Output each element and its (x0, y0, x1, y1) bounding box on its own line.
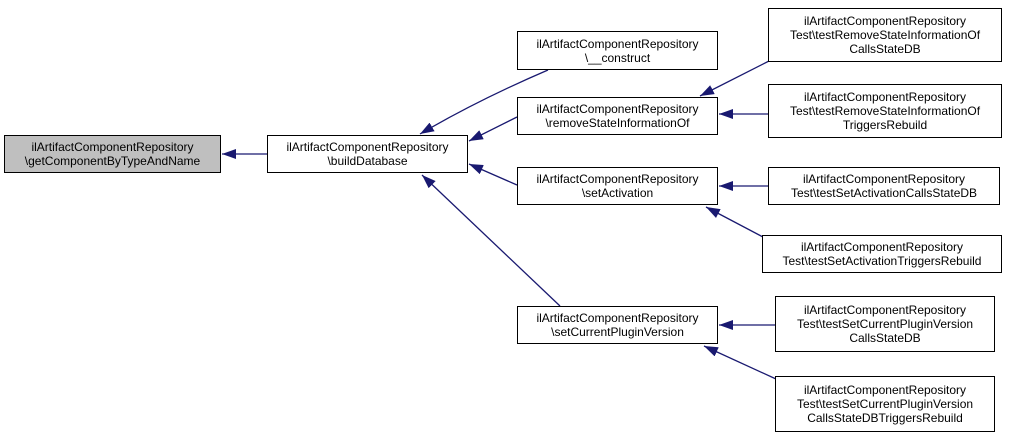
edge-removeStateInformationOf-to-buildDatabase (468, 116, 518, 142)
node-set-current-plugin-version[interactable]: ilArtifactComponentRepository \setCurren… (517, 306, 718, 344)
edge-testRemoveStateInformationOfCallsStateDB-to-removeStateInformationOf (699, 60, 770, 97)
node-test-set-current-plugin-version-calls-state-db[interactable]: ilArtifactComponentRepository Test\testS… (775, 296, 995, 352)
node-label-line: ilArtifactComponentRepository (536, 102, 699, 116)
node-label-line: \setCurrentPluginVersion (551, 325, 684, 339)
node-label-line: ilArtifactComponentRepository (286, 140, 449, 154)
node-label-line: \__construct (584, 50, 651, 65)
edge-setActivation-to-buildDatabase (468, 163, 518, 186)
node-label-line: CallsStateDB (849, 331, 921, 345)
node-label-line: Test\testRemoveStateInformationOf (789, 104, 981, 118)
node-test-set-current-plugin-version-calls-state-db-triggers-rebuild[interactable]: ilArtifactComponentRepository Test\testS… (775, 376, 995, 432)
node-label-line: TriggersRebuild (842, 118, 928, 132)
node-label-line: CallsStateDBTriggersRebuild (807, 411, 963, 425)
edge-setCurrentPluginVersion-to-buildDatabase (421, 174, 561, 307)
node-test-set-activation-calls-state-db[interactable]: ilArtifactComponentRepository Test\testS… (768, 167, 1000, 205)
node-label-line: ilArtifactComponentRepository (536, 36, 699, 51)
node-label-line: ilArtifactComponentRepository (803, 303, 967, 317)
node-label-line: ilArtifactComponentRepository (802, 172, 966, 186)
node-label-line: Test\testSetActivationTriggersRebuild (782, 254, 982, 268)
node-construct[interactable]: ilArtifactComponentRepository \__constru… (517, 31, 718, 70)
node-label-line: \buildDatabase (327, 154, 408, 168)
node-label-line: \getComponentByTypeAndName (24, 154, 201, 168)
node-label-line: CallsStateDB (849, 42, 921, 56)
node-label-line: \removeStateInformationOf (545, 116, 690, 130)
edge-testSetCurrentPluginVersionCallsStateDBTriggersRebuild-to-setCurrentPluginVersion (703, 345, 777, 380)
edge-construct-to-buildDatabase (419, 69, 549, 135)
node-label-line: ilArtifactComponentRepository (800, 240, 964, 254)
node-label-line: Test\testSetActivationCallsStateDB (790, 186, 978, 200)
node-label-line: \setActivation (581, 186, 654, 200)
node-test-remove-state-information-of-calls-state-db[interactable]: ilArtifactComponentRepository Test\testR… (768, 8, 1002, 62)
node-label-line: ilArtifactComponentRepository (803, 14, 967, 28)
node-label-line: ilArtifactComponentRepository (31, 140, 194, 154)
node-label-line: Test\testRemoveStateInformationOf (789, 28, 981, 42)
node-remove-state-information-of[interactable]: ilArtifactComponentRepository \removeSta… (517, 97, 718, 135)
node-get-component-by-type-and-name[interactable]: ilArtifactComponentRepository \getCompon… (4, 135, 221, 173)
node-label-line: ilArtifactComponentRepository (536, 172, 699, 186)
edge-testSetActivationTriggersRebuild-to-setActivation (705, 206, 764, 238)
node-test-remove-state-information-of-triggers-rebuild[interactable]: ilArtifactComponentRepository Test\testR… (768, 84, 1002, 138)
node-set-activation[interactable]: ilArtifactComponentRepository \setActiva… (517, 167, 718, 205)
node-label-line: Test\testSetCurrentPluginVersion (796, 317, 974, 331)
node-build-database[interactable]: ilArtifactComponentRepository \buildData… (267, 135, 468, 173)
node-label-line: ilArtifactComponentRepository (803, 383, 967, 397)
node-label-line: ilArtifactComponentRepository (803, 90, 967, 104)
node-label-line: Test\testSetCurrentPluginVersion (796, 397, 974, 411)
node-label-line: ilArtifactComponentRepository (536, 311, 699, 325)
node-test-set-activation-triggers-rebuild[interactable]: ilArtifactComponentRepository Test\testS… (762, 235, 1002, 273)
